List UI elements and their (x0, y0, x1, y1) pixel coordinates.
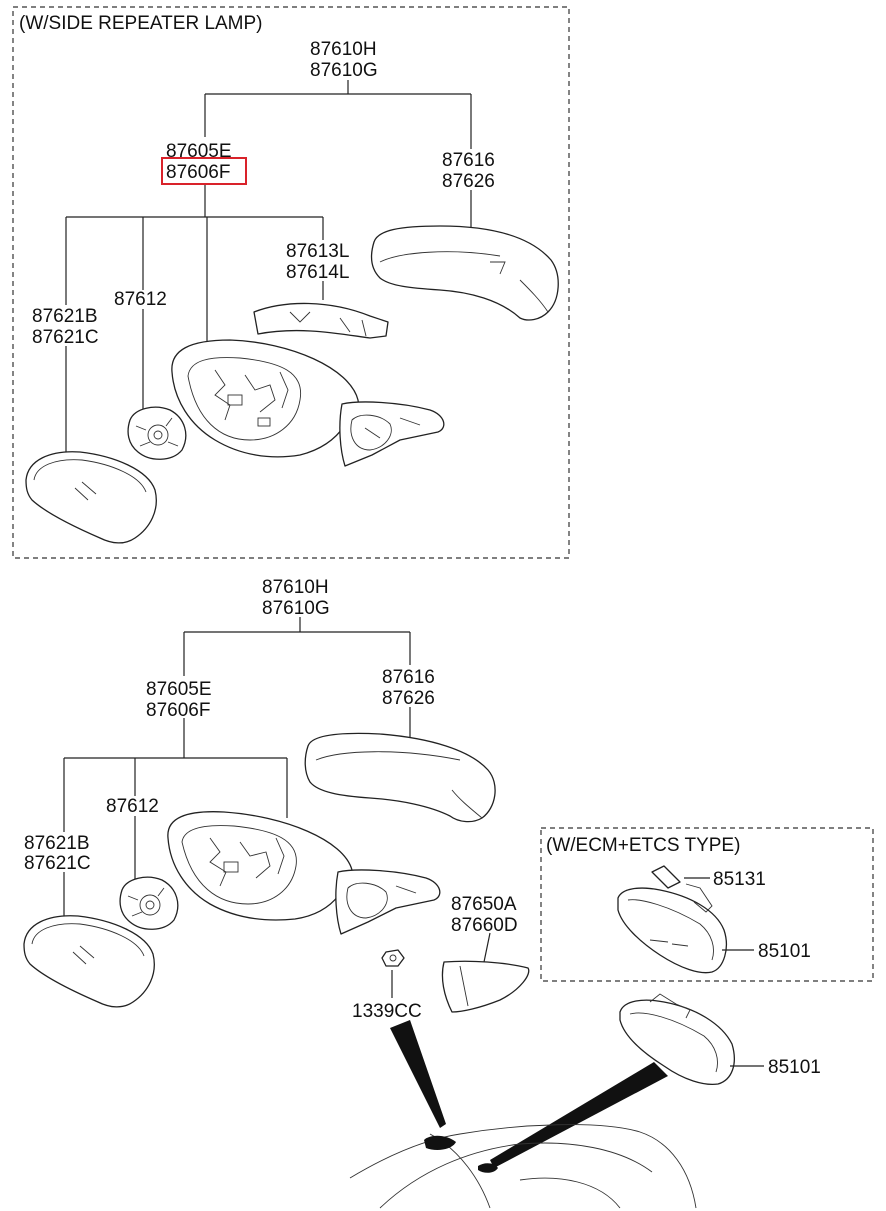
top-cover-label-2[interactable]: 87626 (442, 171, 495, 192)
bottom-mirror-label-1[interactable]: 87605E (146, 679, 212, 700)
bottom-mirror-base[interactable] (335, 869, 441, 935)
bottom-mirror-garnish[interactable] (441, 960, 530, 1013)
top-mirror-glass[interactable] (25, 451, 157, 544)
bottom-mirror-cover[interactable] (304, 732, 496, 823)
bottom-assy-label-2[interactable]: 87610G (262, 598, 330, 619)
top-actuator[interactable] (127, 406, 187, 460)
side-repeater-variant-box (12, 6, 570, 559)
car-silhouette (349, 1124, 697, 1209)
bottom-garnish-label-2[interactable]: 87660D (451, 915, 518, 936)
inside-mirror-label[interactable]: 85101 (768, 1057, 821, 1078)
top-assy-label-1[interactable]: 87610H (310, 39, 377, 60)
ecm-sensor-label[interactable]: 85131 (713, 869, 766, 890)
bottom-mirror-label-2[interactable]: 87606F (146, 700, 210, 721)
top-leader-lines (65, 80, 472, 454)
top-mirror-cover[interactable] (370, 225, 559, 321)
ecm-leaders (684, 877, 754, 951)
top-mirror-label-2-highlighted[interactable]: 87606F (166, 162, 230, 183)
top-lamp-label-1[interactable]: 87613L (286, 241, 349, 262)
ecm-mirror-label[interactable]: 85101 (758, 941, 811, 962)
bottom-mirror-housing[interactable] (167, 811, 354, 921)
bottom-actuator-label[interactable]: 87612 (106, 796, 159, 817)
inside-rear-mirror[interactable] (619, 993, 735, 1086)
top-side-repeater-lamp[interactable] (253, 302, 389, 339)
top-cover-label-1[interactable]: 87616 (442, 150, 495, 171)
top-lamp-label-2[interactable]: 87614L (286, 262, 349, 283)
top-assy-label-2[interactable]: 87610G (310, 60, 378, 81)
ecm-inside-mirror[interactable] (617, 887, 727, 974)
bottom-assy-label-1[interactable]: 87610H (262, 577, 329, 598)
side-repeater-variant-title: (W/SIDE REPEATER LAMP) (19, 13, 263, 34)
location-arrows (390, 1020, 668, 1168)
top-mirror-base[interactable] (339, 401, 445, 467)
top-glass-label-1[interactable]: 87621B (32, 306, 98, 327)
bottom-nut[interactable] (381, 949, 405, 967)
highlight-frame (161, 157, 247, 185)
top-mirror-housing[interactable] (171, 339, 360, 458)
bottom-glass-label-2[interactable]: 87621C (24, 853, 91, 874)
bottom-cover-label-2[interactable]: 87626 (382, 688, 435, 709)
bottom-cover-label-1[interactable]: 87616 (382, 667, 435, 688)
top-glass-label-2[interactable]: 87621C (32, 327, 99, 348)
bottom-garnish-label-1[interactable]: 87650A (451, 894, 517, 915)
top-actuator-label[interactable]: 87612 (114, 289, 167, 310)
bottom-mirror-glass[interactable] (23, 915, 155, 1008)
bottom-glass-label-1[interactable]: 87621B (24, 833, 90, 854)
bottom-actuator[interactable] (119, 876, 179, 930)
bottom-leader-lines (63, 617, 491, 998)
ecm-etcs-variant-title: (W/ECM+ETCS TYPE) (546, 835, 740, 856)
ecm-etcs-variant-box (540, 827, 874, 982)
top-mirror-label-1[interactable]: 87605E (166, 141, 232, 162)
bottom-nut-label[interactable]: 1339CC (352, 1001, 422, 1022)
ecm-sensor[interactable] (651, 865, 713, 913)
